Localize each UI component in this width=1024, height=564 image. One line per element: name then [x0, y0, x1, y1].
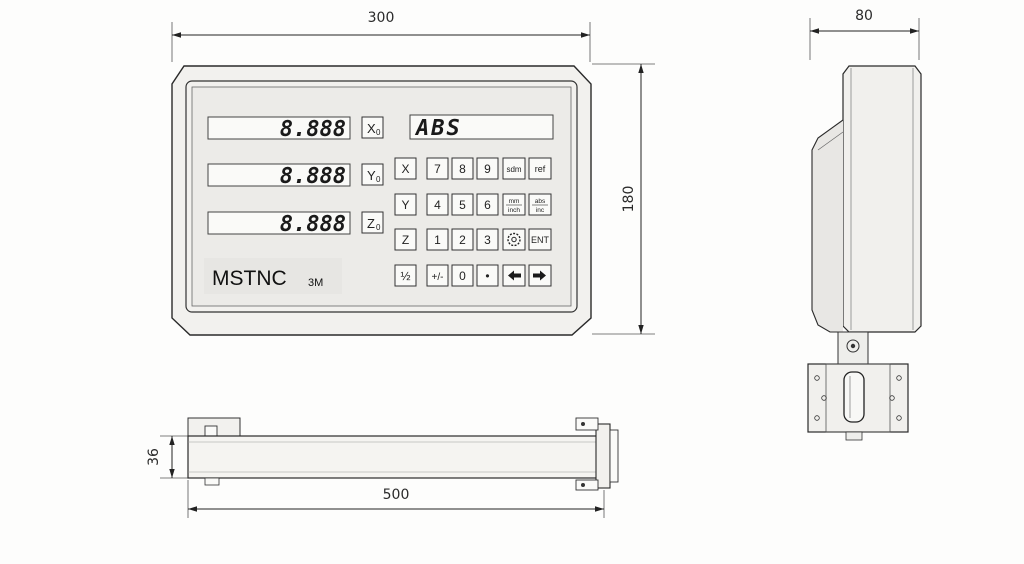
key-1-label: 1 — [434, 233, 441, 247]
dim-front-height-label: 180 — [621, 186, 637, 213]
key-abs-inc[interactable]: abs inc — [528, 193, 552, 216]
arrow-right-icon — [533, 270, 546, 281]
key-2[interactable]: 2 — [451, 228, 474, 251]
keypad: X 7 8 9 sdm ref — [394, 157, 552, 287]
key-plus-minus[interactable]: +/- — [426, 264, 449, 287]
key-z[interactable]: Z — [394, 228, 417, 251]
z0-key-sub: 0 — [376, 223, 381, 232]
key-1[interactable]: 1 — [426, 228, 449, 251]
readout-x: 8.888 — [207, 116, 351, 142]
key-y-label: Y — [401, 198, 409, 212]
mode-display: ABS — [409, 114, 554, 141]
key-decimal[interactable]: • — [476, 264, 499, 287]
front-bezel — [185, 80, 578, 313]
calculator-gear-icon — [507, 232, 521, 247]
key-x-label: X — [401, 162, 409, 176]
key-half-label: ½ — [400, 269, 410, 283]
key-6[interactable]: 6 — [476, 193, 499, 216]
key-8[interactable]: 8 — [451, 157, 474, 180]
key-half[interactable]: ½ — [394, 264, 417, 287]
model-name: 3M — [308, 277, 323, 289]
key-decimal-label: • — [485, 269, 489, 283]
key-4-label: 4 — [434, 198, 441, 212]
key-mm-label: mm — [509, 198, 520, 205]
key-0[interactable]: 0 — [451, 264, 474, 287]
key-inc-label: inc — [536, 207, 545, 214]
key-3[interactable]: 3 — [476, 228, 499, 251]
arrow-left-icon — [508, 270, 521, 281]
side-housing — [842, 65, 922, 333]
front-view: 8.888 8.888 8.888 X 0 Y 0 Z 0 AB — [171, 65, 592, 336]
dim-side-depth: 80 — [809, 8, 920, 60]
arm-end-bracket-right — [595, 423, 611, 489]
key-calculator[interactable] — [502, 228, 526, 251]
key-sdm-label: sdm — [506, 165, 521, 174]
side-bracket — [811, 119, 844, 333]
key-7[interactable]: 7 — [426, 157, 449, 180]
key-2-label: 2 — [459, 233, 466, 247]
y0-key[interactable]: Y 0 — [361, 163, 384, 186]
key-ent[interactable]: ENT — [528, 228, 552, 251]
x0-key[interactable]: X 0 — [361, 116, 384, 139]
key-ref[interactable]: ref — [528, 157, 552, 180]
y0-key-sub: 0 — [376, 175, 381, 184]
key-9-label: 9 — [484, 162, 491, 176]
mode-display-text: ABS — [414, 116, 462, 141]
readout-z-value: 8.888 — [280, 212, 346, 237]
key-mm-inch[interactable]: mm inch — [502, 193, 526, 216]
key-ref-label: ref — [535, 164, 546, 174]
key-0-label: 0 — [459, 269, 466, 283]
dim-cable-length: 500 — [187, 480, 605, 518]
key-5[interactable]: 5 — [451, 193, 474, 216]
key-arrow-left[interactable] — [502, 264, 526, 287]
key-4[interactable]: 4 — [426, 193, 449, 216]
z0-key-letter: Z — [367, 216, 375, 231]
key-8-label: 8 — [459, 162, 466, 176]
brand-name: MSTNC — [212, 267, 287, 290]
key-z-label: Z — [402, 233, 409, 247]
key-ent-label: ENT — [531, 235, 550, 245]
dim-front-width: 300 — [171, 10, 591, 62]
readout-y-value: 8.888 — [280, 164, 346, 189]
dim-cable-height-label: 36 — [146, 448, 162, 466]
brand-block: MSTNC 3M — [204, 258, 342, 294]
key-7-label: 7 — [434, 162, 441, 176]
dim-front-height: 180 — [592, 63, 655, 335]
key-sdm[interactable]: sdm — [502, 157, 526, 180]
y0-key-letter: Y — [367, 168, 376, 183]
key-y[interactable]: Y — [394, 193, 417, 216]
readout-y: 8.888 — [207, 163, 351, 189]
arm-view — [187, 417, 619, 491]
key-6-label: 6 — [484, 198, 491, 212]
mount-roller — [843, 371, 865, 423]
readout-z: 8.888 — [207, 211, 351, 237]
dim-side-depth-label: 80 — [855, 8, 873, 24]
dim-cable-length-label: 500 — [383, 487, 410, 503]
x0-key-letter: X — [367, 121, 376, 136]
key-plus-minus-label: +/- — [432, 272, 444, 283]
readout-x-value: 8.888 — [280, 117, 346, 142]
key-9[interactable]: 9 — [476, 157, 499, 180]
x0-key-sub: 0 — [376, 128, 381, 137]
key-5-label: 5 — [459, 198, 466, 212]
side-view — [807, 65, 922, 441]
key-3-label: 3 — [484, 233, 491, 247]
key-x[interactable]: X — [394, 157, 417, 180]
dim-front-width-label: 300 — [368, 10, 395, 26]
z0-key[interactable]: Z 0 — [361, 211, 384, 234]
key-abs-label: abs — [535, 198, 546, 205]
key-inch-label: inch — [508, 207, 520, 214]
key-arrow-right[interactable] — [528, 264, 552, 287]
